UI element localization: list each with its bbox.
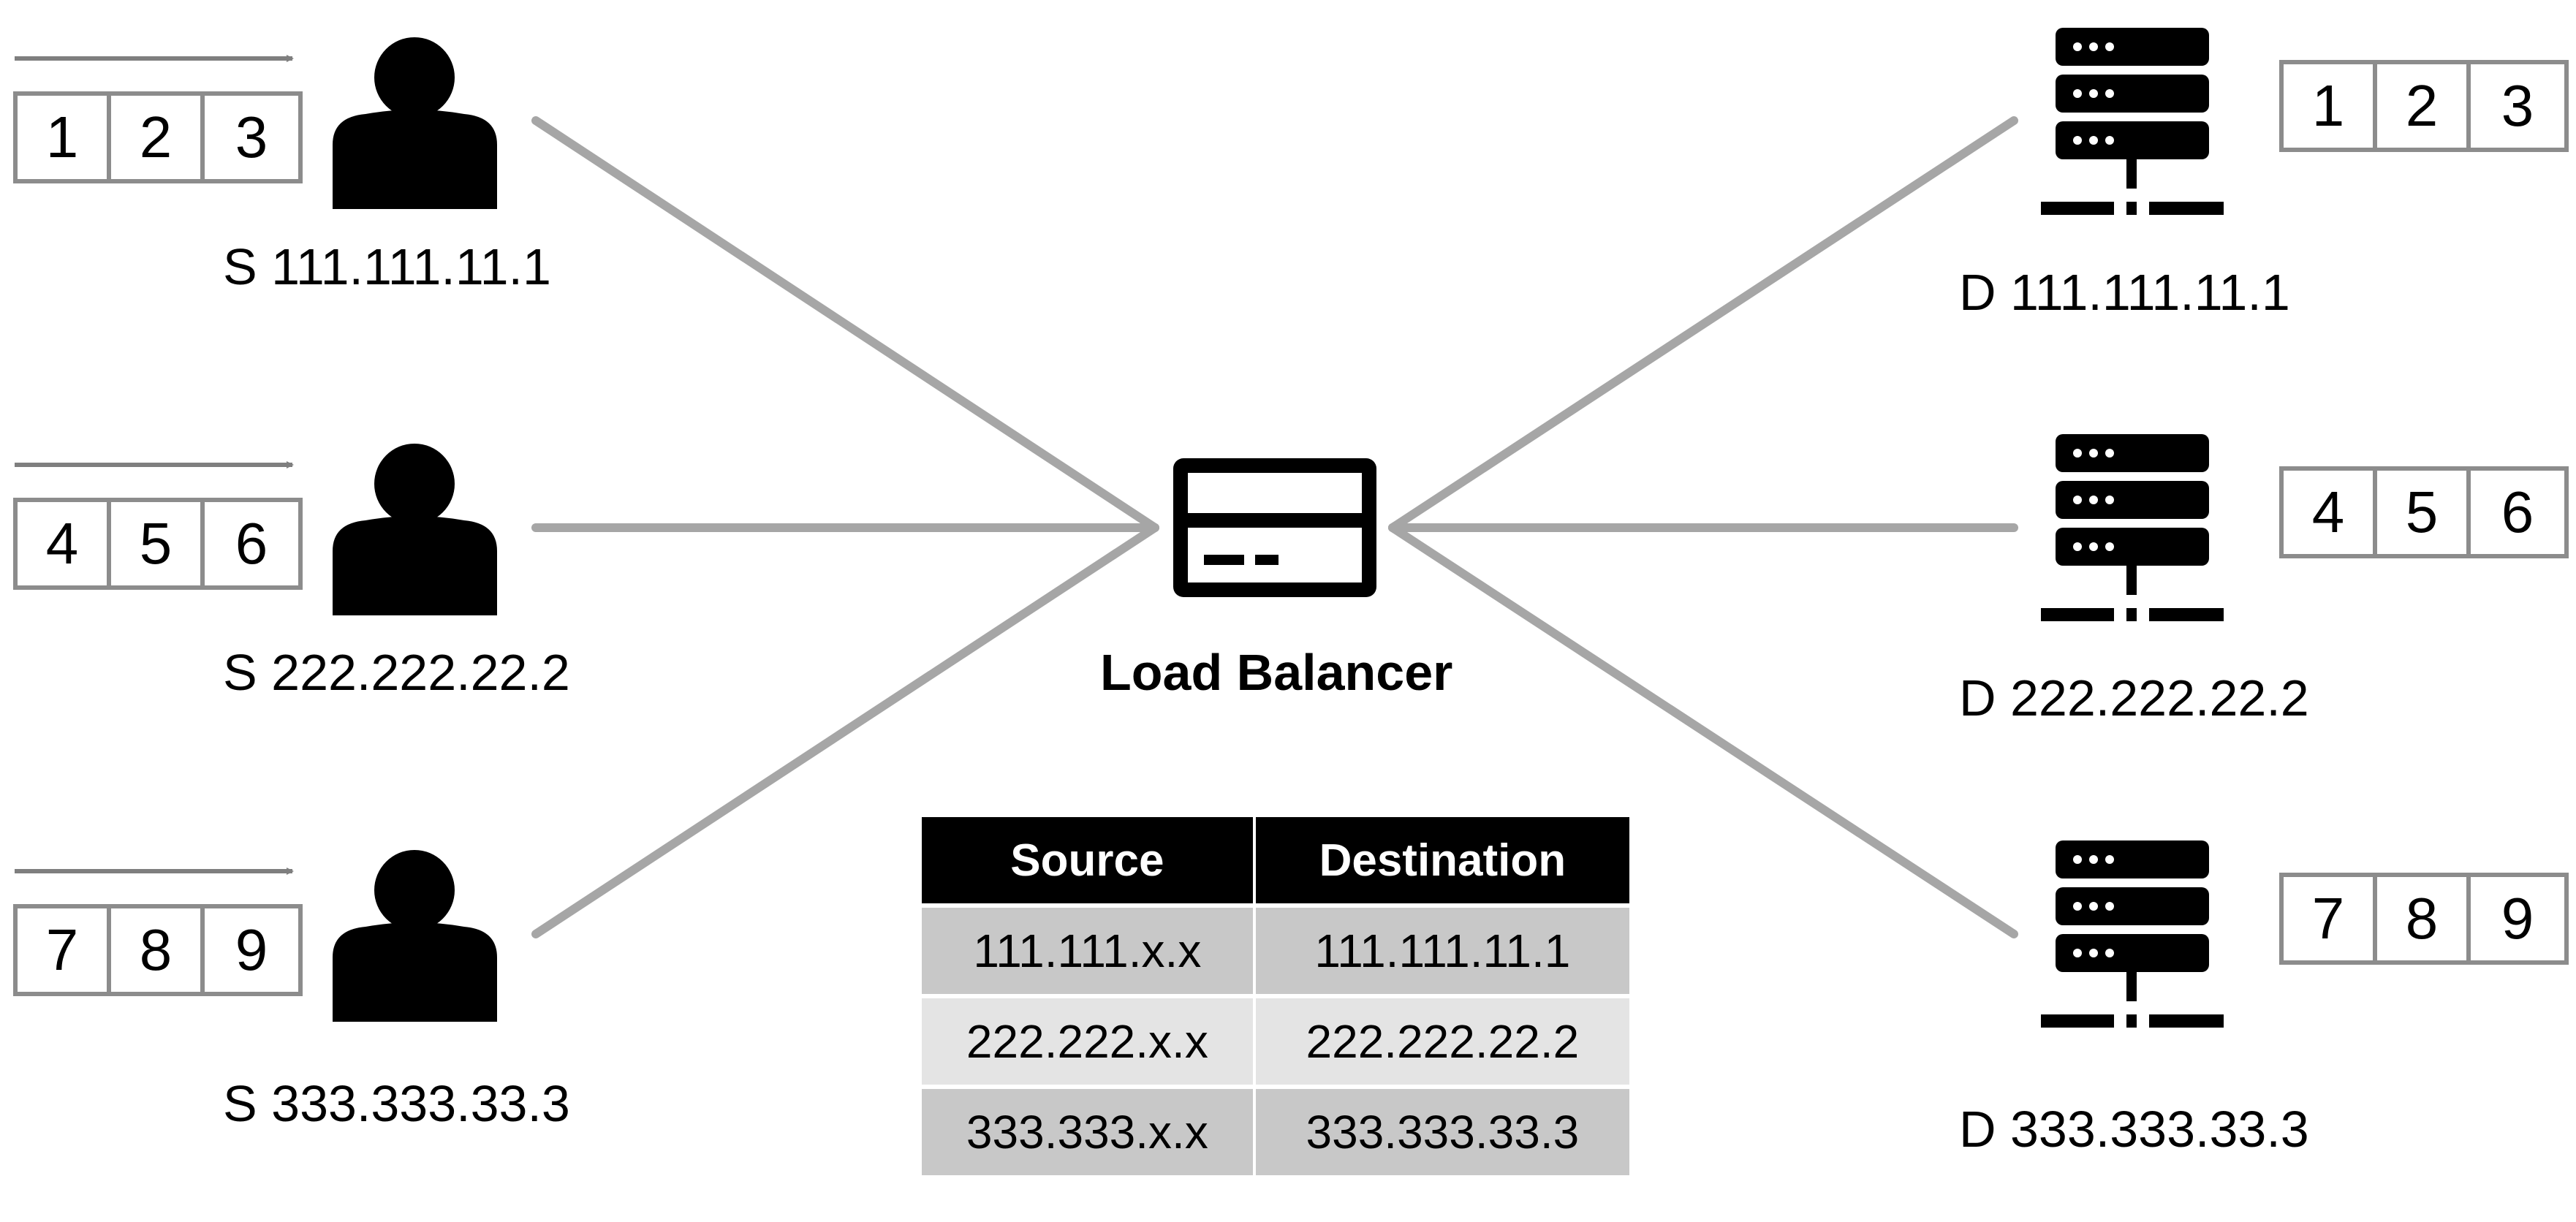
source-label: S 111.111.11.1	[223, 238, 551, 295]
source-packet-2: 4 5 6	[13, 498, 303, 590]
packet-cell: 5	[2377, 471, 2471, 554]
link-source-1	[531, 116, 1159, 532]
user-icon	[333, 37, 497, 209]
server-icon	[2041, 28, 2224, 215]
packet-cell: 5	[111, 502, 205, 585]
destination-packet-3: 7 8 9	[2279, 873, 2569, 965]
destination-packet-1: 1 2 3	[2279, 60, 2569, 152]
packet-cell: 7	[18, 908, 111, 992]
source-label: S 333.333.33.3	[223, 1075, 570, 1132]
packet-cell: 4	[18, 502, 111, 585]
table-header-row: Source Destination	[922, 817, 1629, 903]
user-icon	[333, 444, 497, 615]
packet-cell: 1	[18, 96, 111, 179]
source-packet-3: 7 8 9	[13, 904, 303, 996]
packet-cell: 4	[2284, 471, 2377, 554]
load-balancer-icon	[1173, 458, 1376, 597]
table-cell: 111.111.x.x	[922, 908, 1253, 994]
server-icon	[2041, 840, 2224, 1028]
packet-cell: 7	[2284, 877, 2377, 960]
table-cell: 333.333.33.3	[1255, 1089, 1629, 1175]
packet-cell: 2	[2377, 64, 2471, 148]
destination-label: D 222.222.22.2	[1959, 669, 2309, 726]
table-cell: 222.222.22.2	[1255, 998, 1629, 1085]
packet-cell: 8	[2377, 877, 2471, 960]
packet-cell: 6	[235, 511, 268, 576]
table-cell: 111.111.11.1	[1255, 908, 1629, 994]
link-destination-3	[1388, 523, 2018, 938]
column-header-source: Source	[922, 817, 1253, 903]
destination-label: D 111.111.11.1	[1959, 264, 2290, 321]
destination-packet-2: 4 5 6	[2279, 466, 2569, 558]
packet-cell: 3	[235, 105, 268, 170]
link-destination-1	[1388, 116, 2018, 532]
column-header-destination: Destination	[1255, 817, 1629, 903]
source-packet-1: 1 2 3	[13, 91, 303, 183]
packet-cell: 1	[2284, 64, 2377, 148]
load-balancer-label: Load Balancer	[1100, 644, 1453, 701]
packet-cell: 8	[111, 908, 205, 992]
table-cell: 222.222.x.x	[922, 998, 1253, 1085]
packet-cell: 3	[2501, 73, 2534, 138]
table-row: 222.222.x.x 222.222.22.2	[922, 998, 1629, 1085]
source-label: S 222.222.22.2	[223, 644, 570, 701]
table-cell: 333.333.x.x	[922, 1089, 1253, 1175]
server-icon	[2041, 434, 2224, 621]
packet-cell: 6	[2501, 479, 2534, 544]
link-source-3	[531, 523, 1159, 938]
destination-label: D 333.333.33.3	[1959, 1101, 2309, 1158]
table-row: 111.111.x.x 111.111.11.1	[922, 908, 1629, 994]
packet-cell: 2	[111, 96, 205, 179]
user-icon	[333, 850, 497, 1022]
packet-cell: 9	[235, 917, 268, 982]
table-row: 333.333.x.x 333.333.33.3	[922, 1089, 1629, 1175]
routing-table: Source Destination 111.111.x.x 111.111.1…	[919, 813, 1632, 1180]
packet-cell: 9	[2501, 886, 2534, 951]
